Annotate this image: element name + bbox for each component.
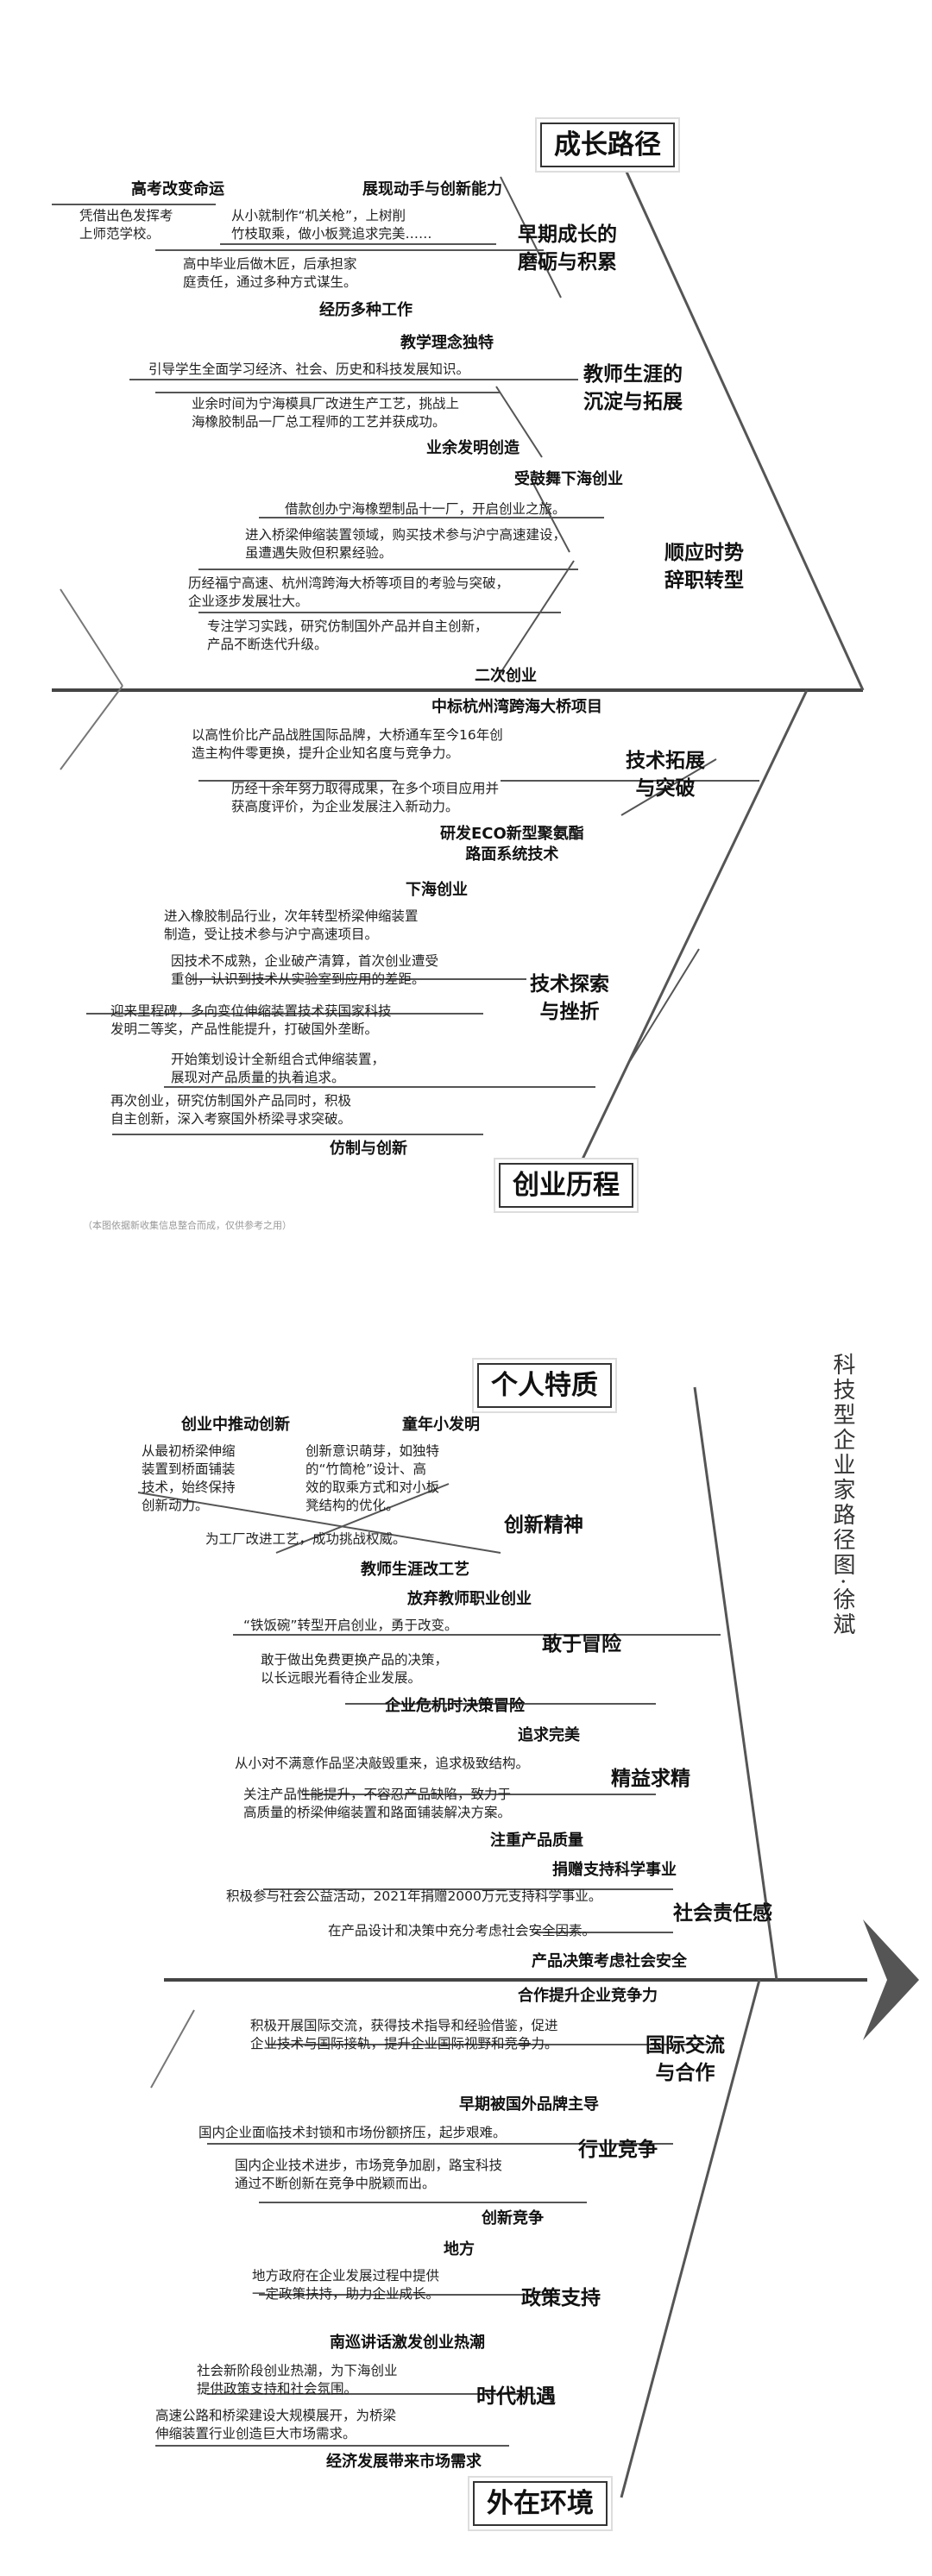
label-market-demand: 经济发展带来市场需求: [326, 2453, 482, 2471]
category-responsibility: 社会责任感: [673, 1902, 772, 1925]
label-crisis: 企业危机时决策冒险: [385, 1697, 525, 1715]
label-hangzhou: 中标杭州湾跨海大桥项目: [431, 698, 602, 716]
category-early-growth: 早期成长的 磨砺与积累: [518, 223, 617, 273]
text-safety: 在产品设计和决策中充分考虑社会安全因素。: [328, 1923, 596, 1938]
category-policy: 政策支持: [521, 2287, 601, 2309]
text-performance: 关注产品性能提升，不容忍产品缺陷，致力于 高质量的桥梁伸缩装置和路面铺装解决方案…: [243, 1787, 512, 1820]
text-blockade: 国内企业面临技术封锁和市场份额挤压，起步艰难。: [198, 2125, 507, 2140]
label-inspired: 受鼓舞下海创业: [514, 470, 623, 488]
text-childhood: 创新意识萌芽，如独特 的“竹筒枪”设计、高 效的取乘方式和对小板 凳结构的优化。: [305, 1443, 440, 1513]
label-local: 地方: [444, 2240, 475, 2259]
text-southern-tour: 社会新阶段创业热潮，为下海创业 提供政策支持和社会氛围。: [197, 2363, 398, 2397]
text-spare: 业余时间为宁海模具厂改进生产工艺，挑战上 海橡胶制品一厂总工程师的工艺并获成功。: [192, 396, 460, 430]
text-gaokao: 凭借出色发挥考 上师范学校。: [79, 208, 173, 242]
text-rubber: 进入橡胶制品行业，次年转型桥梁伸缩装置 制造，受让技术参与沪宁高速项目。: [164, 908, 419, 942]
label-southern-tour: 南巡讲话激发创业热潮: [330, 2334, 485, 2352]
text-teaching: 引导学生全面学习经济、社会、历史和科技发展知识。: [148, 361, 470, 377]
text-plan: 开始策划设计全新组合式伸缩装置， 展现对产品质量的执着追求。: [171, 1052, 386, 1085]
category-industry: 行业竞争: [578, 2139, 658, 2161]
label-eco: 研发ECO新型聚氨酯 路面系统技术: [440, 825, 584, 864]
text-hangzhou: 以高性价比产品战胜国际品牌，大桥通车至今16年创 造主构件零更换，提升企业知名度…: [192, 727, 503, 761]
text-donation: 积极参与社会公益活动，2021年捐赠2000万元支持科学事业。: [226, 1888, 602, 1904]
text-decade: 历经十余年努力取得成果，在多个项目应用并 获高度评价，为企业发展注入新动力。: [231, 781, 500, 814]
category-era: 时代机遇: [476, 2385, 556, 2408]
label-donation: 捐赠支持科学事业: [552, 1861, 677, 1879]
category-tech-explore: 技术探索 与挫折: [530, 973, 609, 1023]
category-tech-expand: 技术拓展 与突破: [626, 750, 705, 800]
text-hands-on: 从小就制作“机关枪”，上树削 竹枝取乘，做小板凳追求完美……: [231, 208, 432, 242]
text-projects: 历经福宁高速、杭州湾跨海大桥等项目的考验与突破， 企业逐步发展壮大。: [188, 575, 510, 609]
venture-title: 创业历程: [499, 1163, 633, 1208]
label-foreign-dominated: 早期被国外品牌主导: [459, 2095, 599, 2114]
text-lead-innovation: 从最初桥梁伸缩 装置到桥面铺装 技术，始终保持 创新动力。: [142, 1443, 236, 1513]
external-title: 外在环境: [473, 2481, 608, 2526]
label-xiahai: 下海创业: [406, 881, 468, 899]
label-work: 经历多种工作: [319, 301, 412, 319]
category-international: 国际交流 与合作: [645, 2034, 725, 2084]
category-teacher-career: 教师生涯的 沉淀与拓展: [583, 363, 683, 413]
text-again: 再次创业，研究仿制国外产品同时，积极 自主创新，深入考察国外桥梁寻求突破。: [110, 1093, 352, 1127]
label-childhood: 童年小发明: [402, 1416, 480, 1434]
category-risk: 敢于冒险: [542, 1633, 621, 1656]
label-hands-on: 展现动手与创新能力: [362, 180, 502, 198]
label-perfection: 追求完美: [518, 1726, 580, 1744]
category-resign-transform: 顺应时势 辞职转型: [664, 542, 744, 592]
text-cooperation: 积极开展国际交流，获得技术指导和经验借鉴，促进 企业技术与国际接轨，提升企业国际…: [250, 2018, 558, 2051]
text-focus: 专注学习实践，研究仿制国外产品并自主创新， 产品不断迭代升级。: [207, 619, 488, 652]
text-failure: 因技术不成熟，企业破产清算，首次创业遭受 重创，认识到技术从实验室到应用的差距。: [171, 953, 439, 987]
label-lead-innovation: 创业中推动创新: [181, 1416, 290, 1434]
text-factory: 为工厂改进工艺，成功挑战权威。: [205, 1531, 406, 1547]
text-highway: 高速公路和桥梁建设大规模展开，为桥梁 伸缩装置行业创造巨大市场需求。: [155, 2408, 397, 2441]
label-safety: 产品决策考虑社会安全: [532, 1952, 687, 1970]
label-give-up-teaching: 放弃教师职业创业: [407, 1590, 532, 1608]
source-note: （本图依据新收集信息整合而成，仅供参考之用）: [83, 1220, 292, 1231]
text-bridge: 进入桥梁伸缩装置领域，购买技术参与沪宁高速建设， 虽遭遇失败但积累经验。: [245, 527, 567, 561]
side-title: 科技型企业家路径图·徐斌: [829, 1353, 855, 1638]
label-teaching: 教学理念独特: [400, 334, 494, 352]
growth-title: 成长路径: [540, 123, 675, 167]
text-inspired: 借款创办宁海橡塑制品十一厂，开启创业之旅。: [285, 501, 566, 517]
text-bold-decision: 敢于做出免费更换产品的决策， 以长远眼光看待企业发展。: [261, 1652, 449, 1686]
label-quality: 注重产品质量: [490, 1831, 583, 1850]
label-cooperation: 合作提升企业竞争力: [518, 1987, 658, 2005]
text-prize: 迎来里程碑，多向变位伸缩装置技术获国家科技 发明二等奖，产品性能提升，打破国外垄…: [110, 1003, 392, 1037]
text-local: 地方政府在企业发展过程中提供 一定政策扶持，助力企业成长。: [252, 2268, 440, 2302]
category-innovation: 创新精神: [504, 1514, 583, 1536]
text-work: 高中毕业后做木匠，后承担家 庭责任，通过多种方式谋生。: [183, 256, 357, 290]
label-gaokao: 高考改变命运: [131, 180, 224, 198]
label-innovation-competition: 创新竞争: [482, 2209, 544, 2227]
label-improve-craft: 教师生涯改工艺: [361, 1561, 469, 1579]
label-imitate: 仿制与创新: [330, 1140, 407, 1158]
personal-title: 个人特质: [477, 1363, 612, 1408]
label-second-venture: 二次创业: [475, 667, 537, 685]
text-iron-bowl: “铁饭碗”转型开启创业，勇于改变。: [243, 1618, 458, 1633]
category-excellence: 精益求精: [611, 1768, 690, 1790]
text-competition: 国内企业技术进步，市场竞争加剧，路宝科技 通过不断创新在竞争中脱颖而出。: [235, 2158, 503, 2191]
text-perfection: 从小对不满意作品坚决敲毁重来，追求极致结构。: [235, 1756, 530, 1771]
label-spare: 业余发明创造: [426, 439, 520, 457]
